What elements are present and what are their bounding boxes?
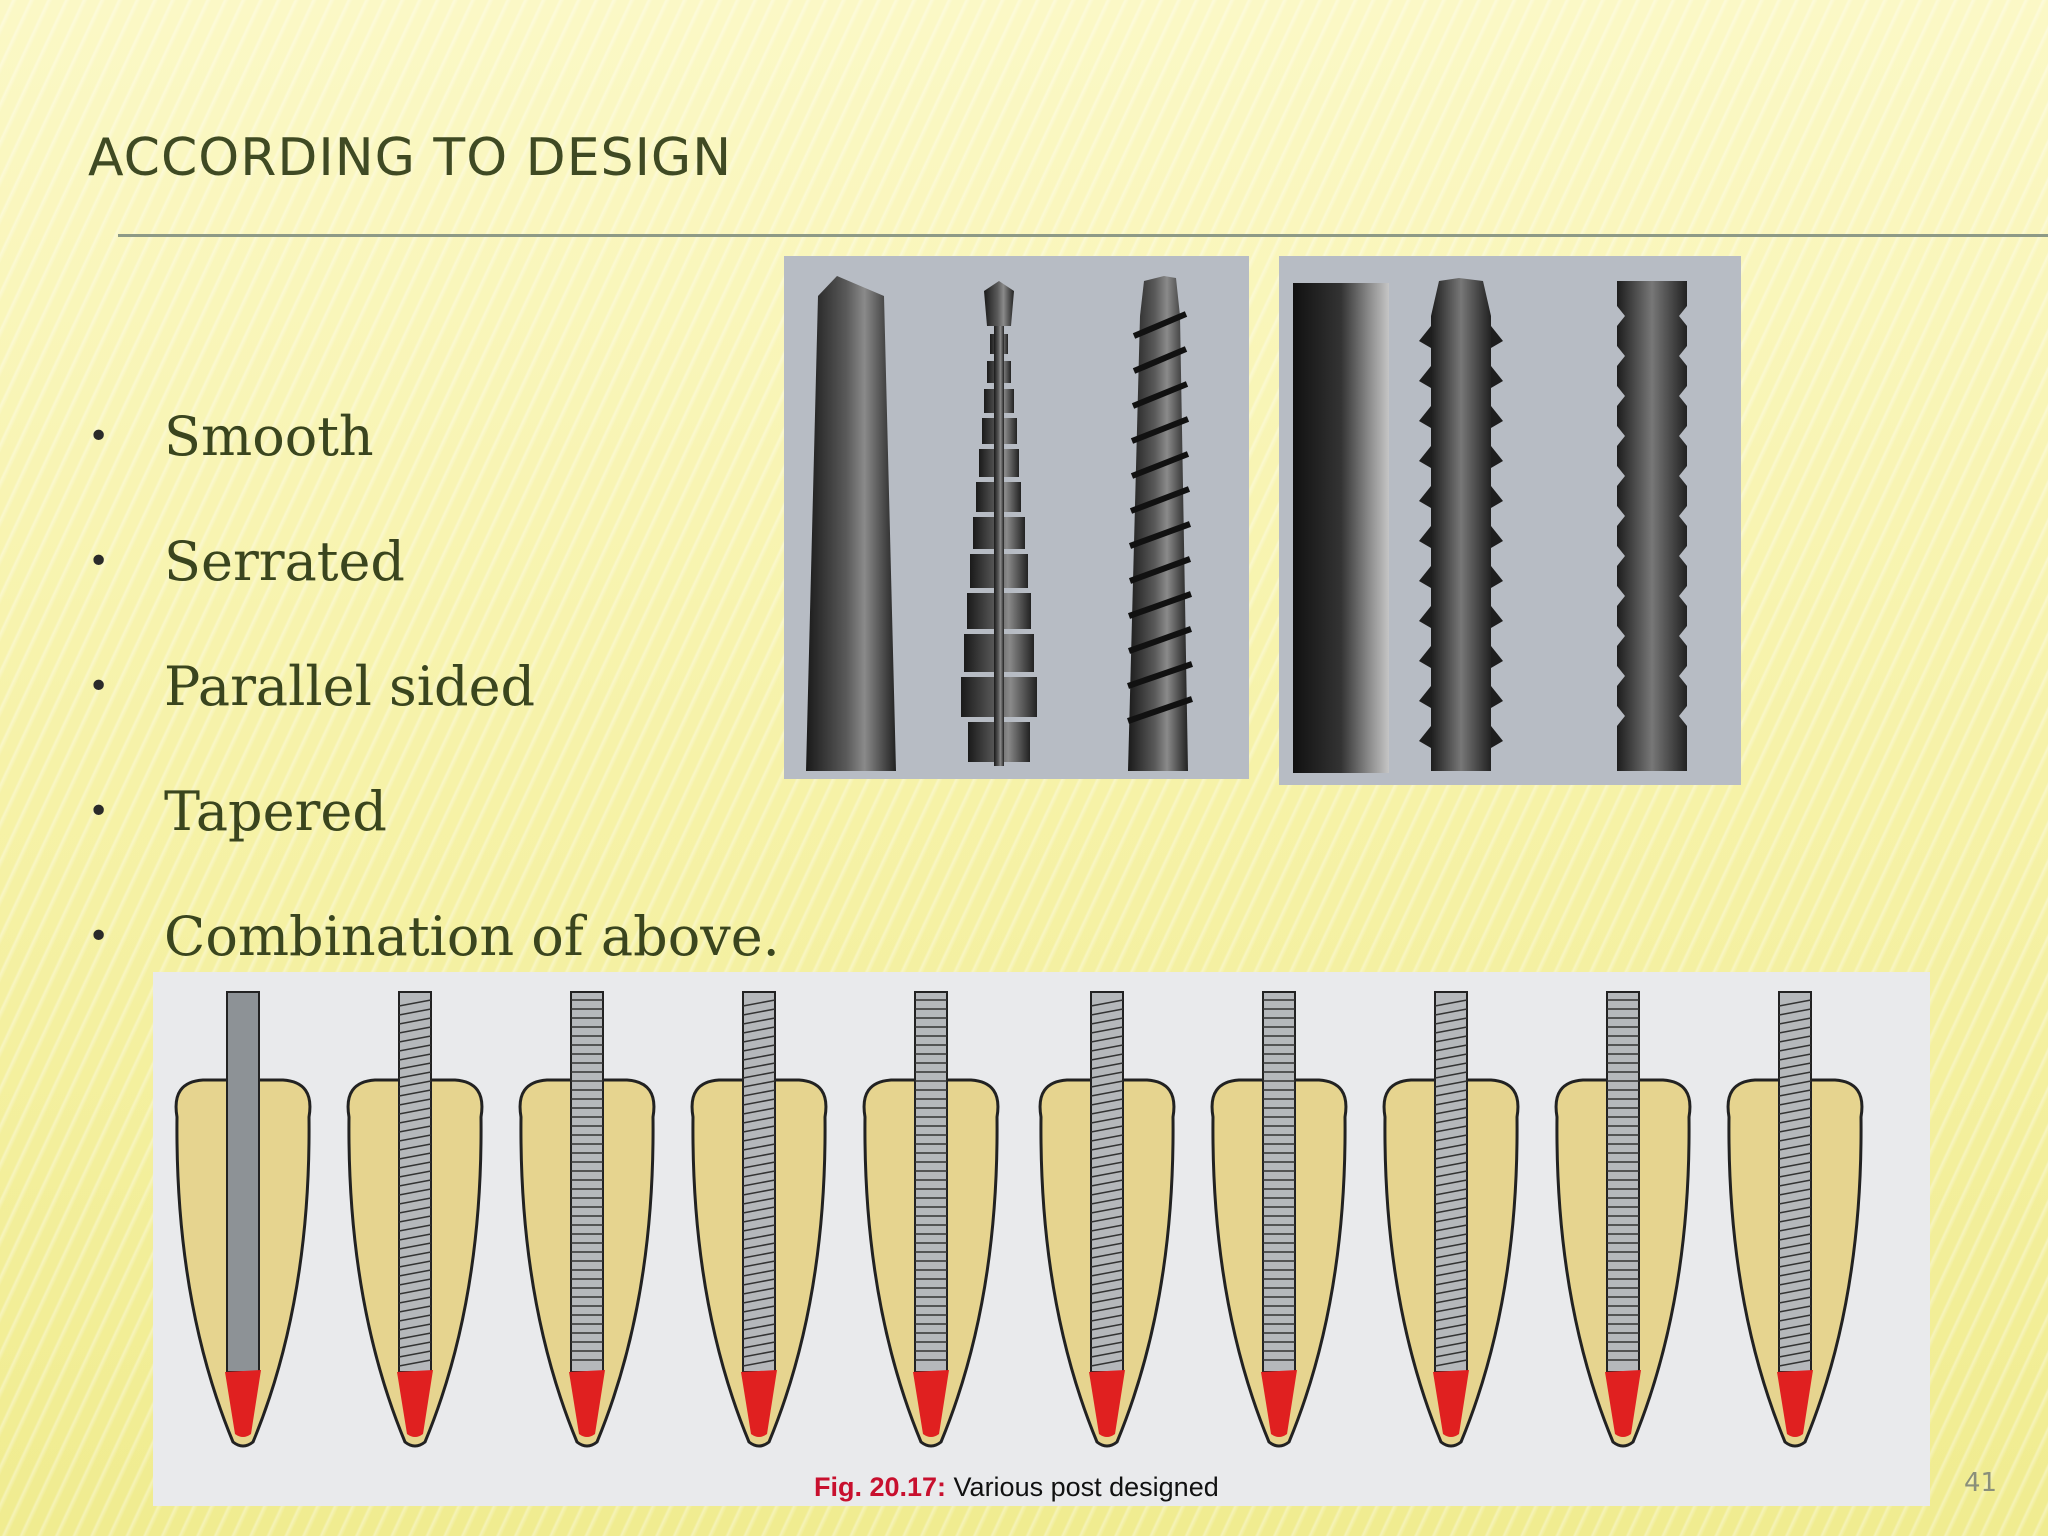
- bullet-item-serrated: • Serrated: [86, 520, 780, 645]
- bullet-item-tapered: • Tapered: [86, 770, 780, 895]
- bullet-marker: •: [88, 916, 110, 957]
- root-with-post: [1554, 991, 1692, 1448]
- bullet-marker: •: [88, 666, 110, 707]
- root-with-post: [862, 991, 1000, 1448]
- bullet-item-combination: • Combination of above.: [86, 895, 780, 1020]
- root-with-post: [1382, 991, 1520, 1448]
- root-with-post: [518, 991, 656, 1448]
- tapered-posts-image: [784, 256, 1249, 779]
- slide-title: ACCORDING TO DESIGN: [88, 128, 733, 188]
- design-bullet-list: • Smooth • Serrated • Parallel sided • Taper…: [86, 395, 780, 1020]
- root-with-post: [174, 991, 312, 1448]
- root-with-post: [1726, 991, 1864, 1448]
- bullet-label: Parallel sided: [164, 655, 536, 718]
- threaded-tapered-post: [1127, 276, 1193, 771]
- root-with-post: [346, 991, 484, 1448]
- figure-caption-text: Various post designed: [946, 1472, 1219, 1502]
- bullet-label: Combination of above.: [164, 905, 780, 968]
- serrated-tapered-post: [961, 281, 1037, 766]
- root-with-post: [1210, 991, 1348, 1448]
- serrated-parallel-post: [1617, 281, 1687, 771]
- bullet-marker: •: [88, 791, 110, 832]
- figure-caption: Fig. 20.17: Various post designed: [814, 1472, 1219, 1503]
- bullet-label: Smooth: [164, 405, 374, 468]
- root-with-post: [1038, 991, 1176, 1448]
- threaded-parallel-post: [1419, 278, 1503, 771]
- parallel-posts-image: [1279, 256, 1741, 785]
- bullet-marker: •: [88, 541, 110, 582]
- root-with-post: [690, 991, 828, 1448]
- smooth-tapered-post: [806, 276, 896, 771]
- smooth-parallel-post: [1293, 283, 1389, 773]
- bullet-label: Serrated: [164, 530, 405, 593]
- bullet-item-parallel-sided: • Parallel sided: [86, 645, 780, 770]
- slide-number: 41: [1964, 1468, 1998, 1498]
- title-divider: [118, 234, 2048, 237]
- figure-caption-label: Fig. 20.17:: [814, 1472, 947, 1502]
- root-post-diagrams: [174, 991, 1864, 1448]
- post-designs-figure: [153, 972, 1930, 1506]
- bullet-label: Tapered: [164, 780, 387, 843]
- bullet-item-smooth: • Smooth: [86, 395, 780, 520]
- bullet-marker: •: [88, 416, 110, 457]
